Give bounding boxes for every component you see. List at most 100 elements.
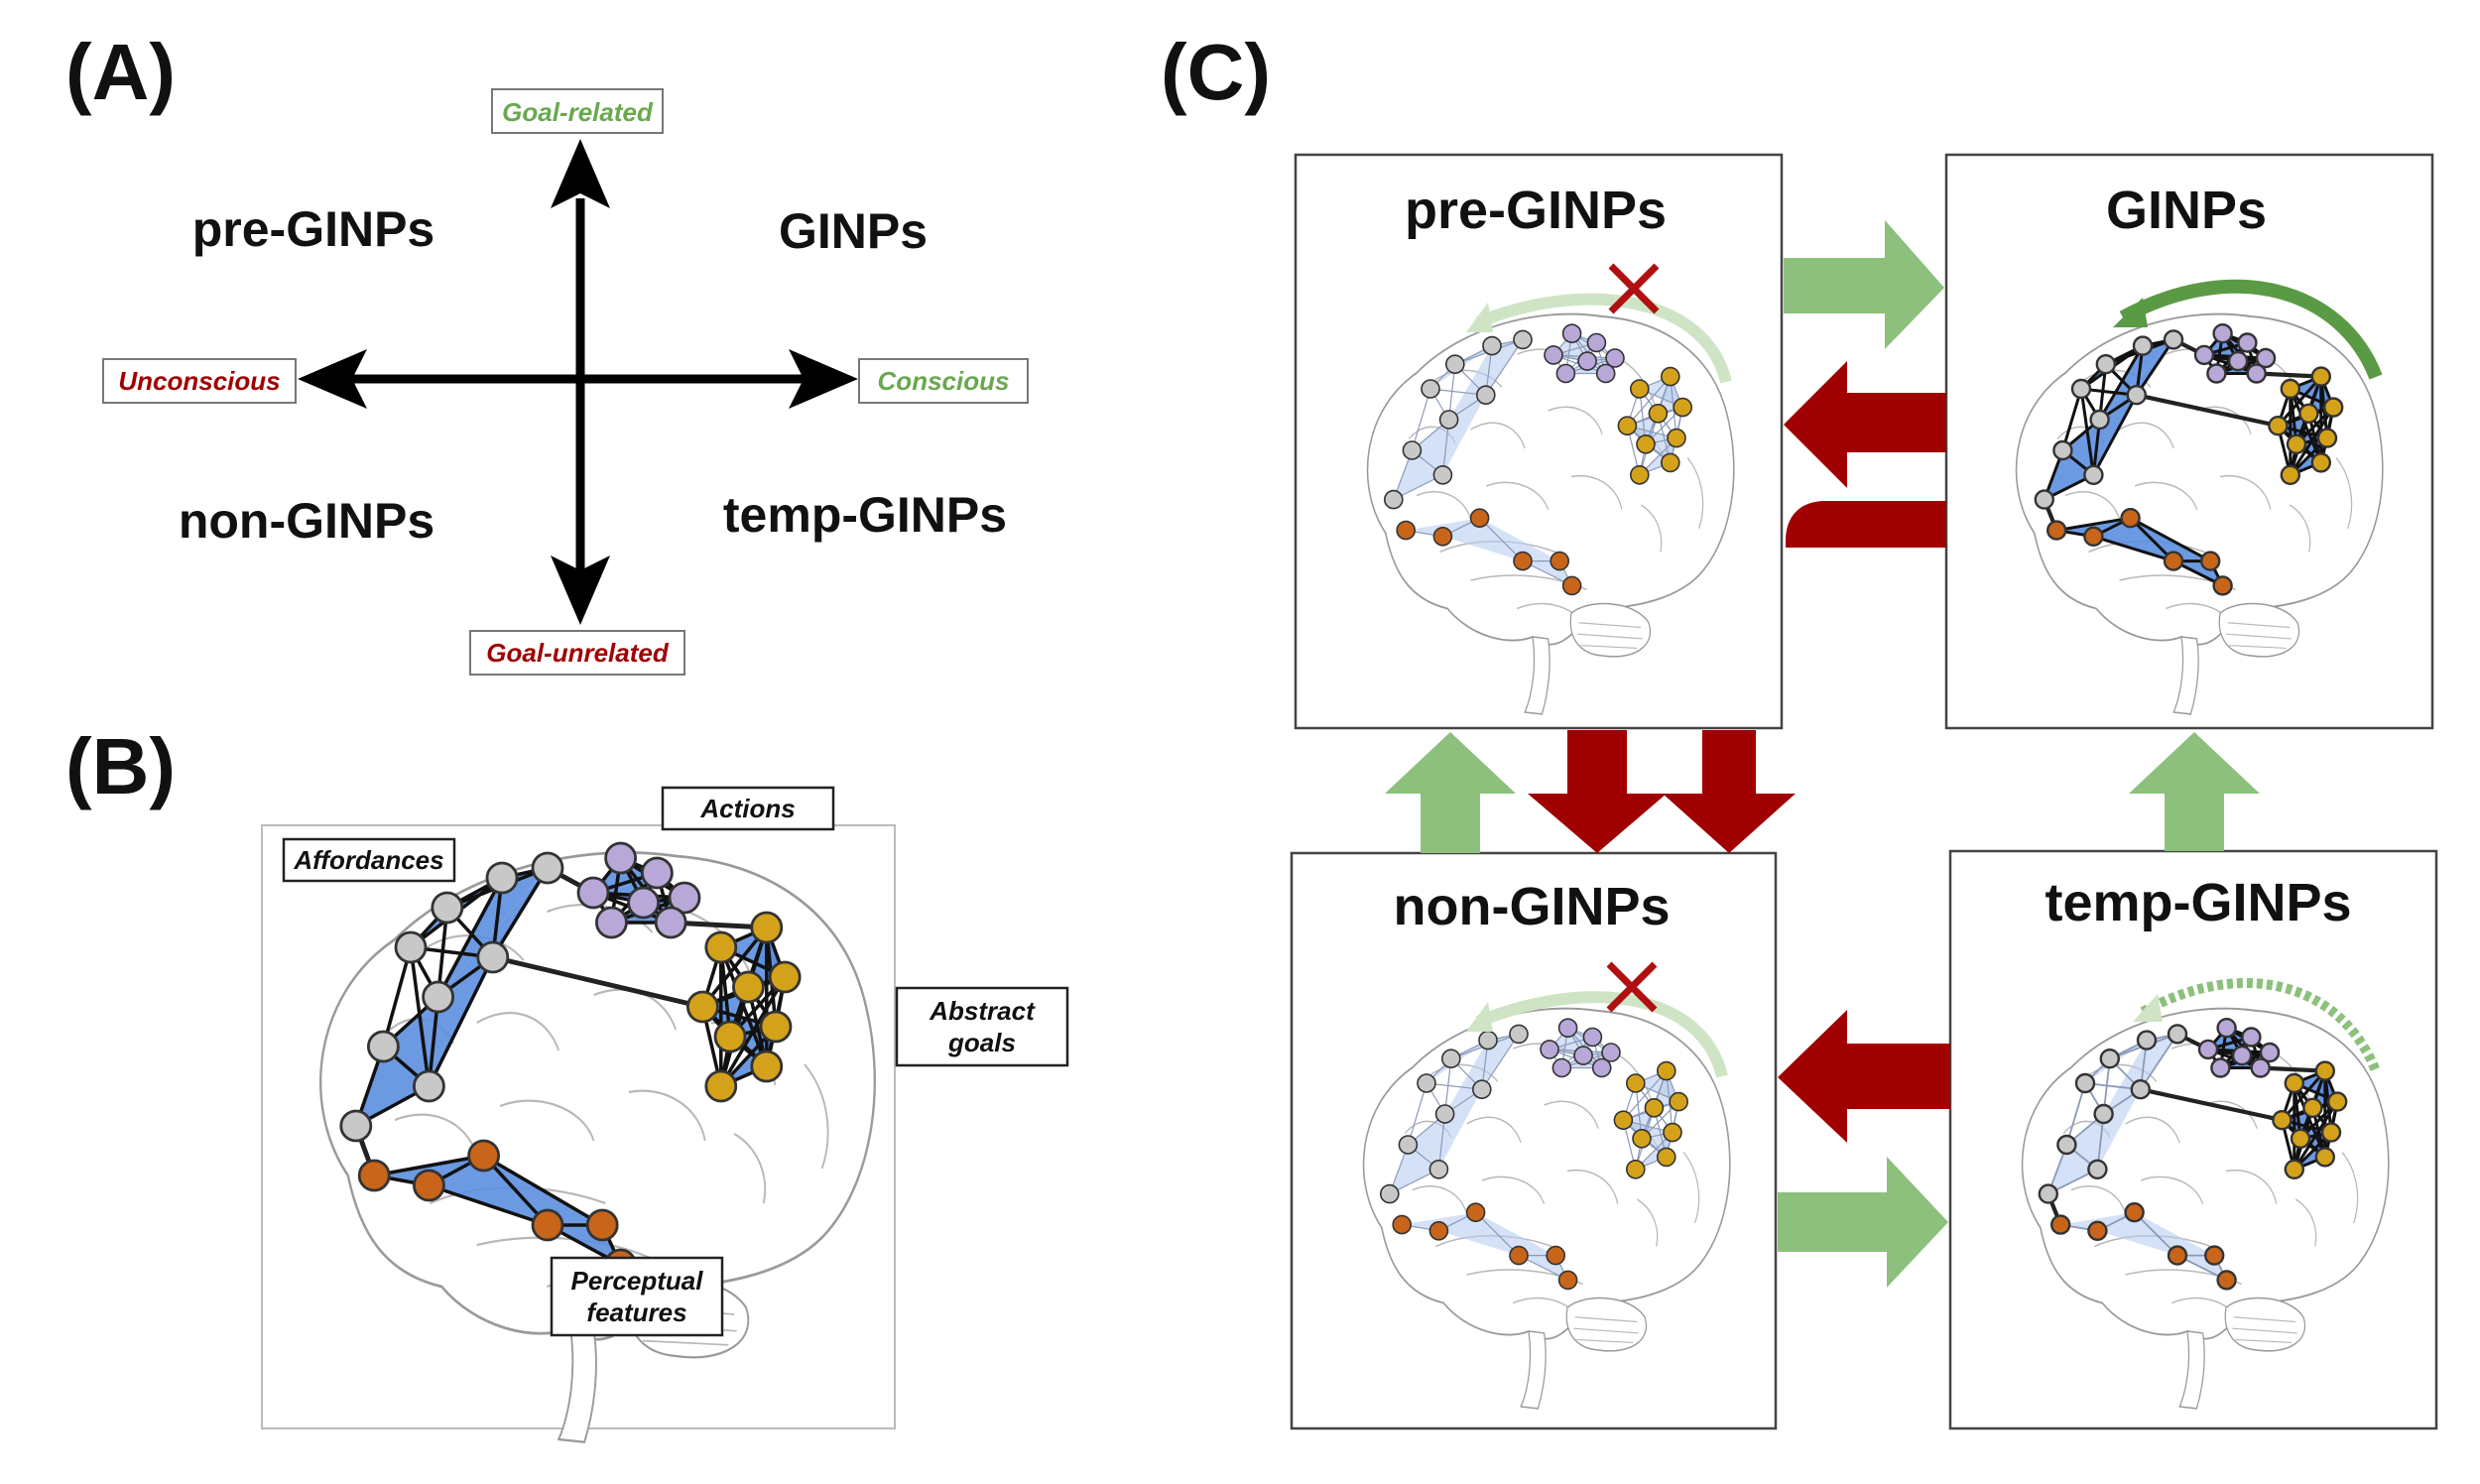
quadrant-temp-ginps: temp-GINPs xyxy=(723,487,1007,543)
network-link xyxy=(492,954,703,1010)
title-pre-ginps: pre-GINPs xyxy=(1405,181,1667,240)
axis-goal-unrelated: Goal-unrelated xyxy=(486,638,670,668)
orange-node xyxy=(1396,520,1416,541)
gold-node xyxy=(732,970,765,1004)
gold-node xyxy=(2286,433,2307,454)
panel-c-letter: (C) xyxy=(1161,28,1271,116)
gold-node xyxy=(1630,379,1650,399)
title-temp-ginps: temp-GINPs xyxy=(2045,873,2351,932)
x-mark-non xyxy=(1606,961,1658,1013)
gold-node xyxy=(750,911,784,944)
orange-node xyxy=(1392,1214,1412,1235)
gray-network-patch xyxy=(2103,1034,2177,1114)
axis-goal-related: Goal-related xyxy=(502,97,654,127)
gray-node xyxy=(2095,354,2117,375)
arrow-temp-to-ginps xyxy=(2129,732,2260,851)
gold-node xyxy=(2284,1159,2305,1180)
unconscious-box xyxy=(102,358,297,404)
orange-node xyxy=(2124,1201,2145,1223)
network-edge xyxy=(1481,1034,1520,1090)
gray-node xyxy=(2056,1134,2077,1156)
network-edge xyxy=(381,946,413,1048)
label-abstract: Abstract xyxy=(929,996,1036,1026)
gold-node xyxy=(1636,433,1656,454)
gold-node xyxy=(1661,452,1680,473)
arrow-temp-to-non xyxy=(1778,1010,1950,1143)
gold-node xyxy=(750,1050,784,1083)
gray-node xyxy=(2074,1072,2096,1094)
gold-node xyxy=(1626,1160,1646,1179)
gray-node xyxy=(2089,409,2110,431)
gray-network-patch xyxy=(2047,1145,2098,1194)
network-edge xyxy=(2277,375,2322,428)
purple-node xyxy=(1586,332,1607,353)
network-edge xyxy=(2281,1069,2326,1122)
network-edge xyxy=(436,877,504,998)
orange-node xyxy=(412,1169,445,1202)
orange-network-patch xyxy=(1442,518,1523,561)
network-ginps xyxy=(2034,323,2344,596)
network-edge xyxy=(1626,376,1672,427)
gold-node xyxy=(2268,416,2289,436)
purple-node xyxy=(1561,323,1582,344)
network-edge xyxy=(2129,517,2175,562)
network-edge xyxy=(1475,1211,1520,1257)
gold-node xyxy=(2314,1147,2336,1168)
gray-network-patch xyxy=(437,868,548,997)
network-edge xyxy=(2055,516,2131,533)
gold-node xyxy=(2326,1091,2348,1112)
purple-node xyxy=(2216,1017,2237,1039)
arrow-non-to-temp xyxy=(1778,1157,1948,1288)
arrow-pre-to-ginps xyxy=(1784,220,1944,349)
quadrant-ginps: GINPs xyxy=(779,203,928,259)
label-actions: Actions xyxy=(699,794,795,823)
orange-node xyxy=(1546,1245,1565,1266)
gray-network-patch xyxy=(1389,1145,1439,1194)
gray-network-patch xyxy=(2099,339,2173,420)
gold-network-patch xyxy=(1627,413,1659,444)
gold-node xyxy=(2310,452,2332,473)
gray-network-patch xyxy=(1408,1089,1482,1170)
gold-node xyxy=(2280,464,2301,485)
purple-node xyxy=(2212,323,2233,344)
orange-node xyxy=(467,1139,501,1173)
gold-node xyxy=(1613,1110,1634,1130)
gray-node xyxy=(1432,464,1453,485)
orange-node xyxy=(2046,520,2067,541)
purple-node xyxy=(2210,1057,2231,1078)
gold-node xyxy=(1617,416,1638,436)
network-non-ginps xyxy=(1380,1018,1688,1291)
gray-network-patch xyxy=(1448,339,1523,420)
purple-node xyxy=(1582,1027,1603,1048)
gold-node xyxy=(1667,428,1686,448)
label-affordances: Affordances xyxy=(293,845,443,875)
gray-node xyxy=(422,980,455,1014)
network-edge xyxy=(2092,394,2139,476)
orange-node xyxy=(1513,551,1533,571)
gold-node xyxy=(2314,1060,2336,1081)
purple-node xyxy=(641,856,674,890)
gold-node xyxy=(1626,1073,1646,1093)
x-mark-pre xyxy=(1608,263,1660,314)
gold-node xyxy=(2320,1122,2342,1143)
networks-c xyxy=(1380,323,2348,1291)
dashed-arrow-temp-head xyxy=(2133,994,2163,1022)
gray-node xyxy=(1380,1183,1400,1204)
gray-node xyxy=(1434,1104,1455,1124)
green-arrow-ginps-head xyxy=(2113,298,2148,327)
network-edge xyxy=(409,946,432,1087)
purple-node xyxy=(1605,348,1625,368)
arrow-non-to-pre xyxy=(1385,732,1516,853)
purple-node xyxy=(1601,1043,1621,1062)
purple-node xyxy=(2197,1039,2219,1060)
gray-network-patch xyxy=(2099,339,2173,420)
panel-b-letter: (B) xyxy=(65,722,176,810)
network-edge xyxy=(2140,1033,2178,1090)
panel-a: (A) Goal-related Goal-unrelated Unconsci… xyxy=(65,28,1029,676)
gray-network-patch xyxy=(1408,1089,1482,1145)
orange-node xyxy=(2212,575,2233,596)
gray-node xyxy=(2099,1048,2121,1069)
orange-network-patch xyxy=(1438,1212,1519,1256)
gray-network-patch xyxy=(1444,1034,1519,1114)
gold-node xyxy=(2272,1109,2293,1131)
